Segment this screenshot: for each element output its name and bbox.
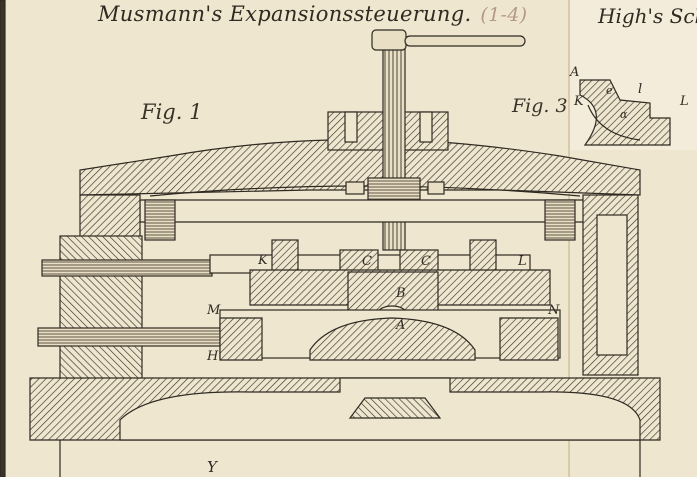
nut-left [345,181,365,195]
label-k: K [258,253,268,268]
fig3-label-k: K [574,94,584,109]
label-m: M [207,303,221,318]
fig3-label: Fig. 3 [512,95,568,117]
handle-hub [371,29,407,51]
spindle-nut [367,177,421,201]
right-bolt [544,199,576,241]
adjacent-plate-title: High's Sch [598,4,697,28]
fig3-label-alpha: α [620,108,628,121]
fig3-label-l: l [638,82,643,97]
fig3-label-e: e [606,84,613,97]
label-h: H [207,349,219,364]
left-bolt [144,199,176,241]
handle-lever [404,35,526,47]
plate-title: Musmann's Expansionssteuerung. (1-4) [98,2,527,26]
label-l: L [518,254,527,269]
pencil-note: (1-4) [480,4,528,26]
plate-title-text: Musmann's Expansionssteuerung. [98,2,472,26]
upper-pipe [41,259,213,277]
left-wall-upper [79,194,141,241]
label-c-right: C [421,254,431,269]
exhaust-core [348,397,442,419]
label-c-left: C [362,254,372,269]
fig3-label-a: A [570,65,580,80]
boss-slot-right [419,111,433,143]
fig1-label: Fig. 1 [141,100,203,124]
left-flange [59,235,143,387]
label-n: N [548,303,560,318]
label-y: Y [207,458,217,476]
fig3-arc [587,104,641,141]
seat-right [499,317,559,361]
seat-left [219,317,263,361]
right-wall-cavity [596,214,628,356]
fig3-section [579,79,671,146]
valve-arch [309,317,476,361]
nut-right [427,181,445,195]
base-legs [59,440,641,477]
fig3-label-l-right: L [680,94,689,109]
plate-block-c2 [399,249,439,273]
label-a: A [396,318,406,333]
lever-arm [139,199,601,223]
label-b: B [396,286,406,301]
plate-block-c1 [339,249,379,273]
plate-border [0,0,6,477]
boss-slot-left [344,111,358,143]
